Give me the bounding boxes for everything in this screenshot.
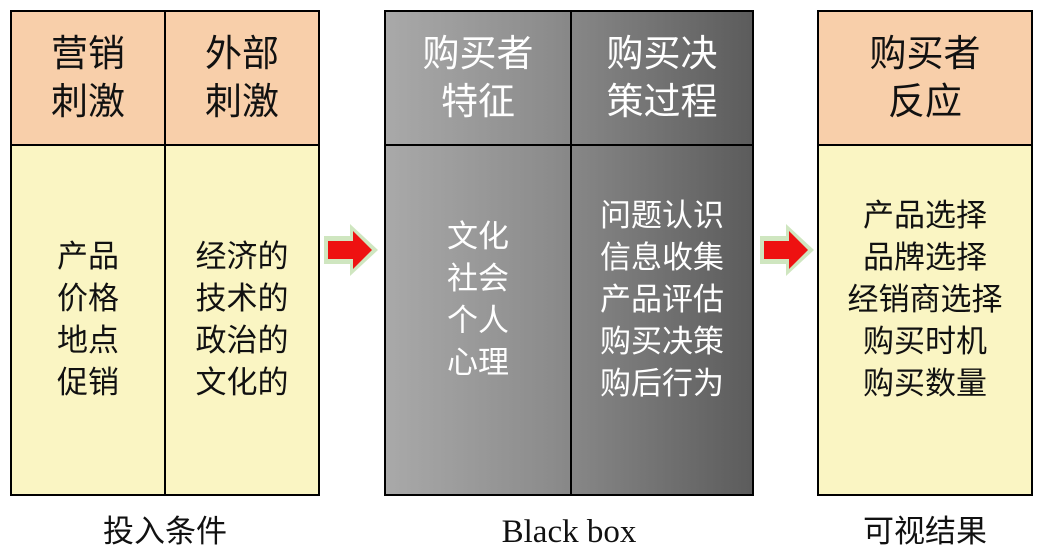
black-box-divider-horizontal [386, 144, 752, 146]
black-box-caption: Black box [501, 514, 637, 550]
marketing-stimuli-header: 营销 刺激 [10, 10, 166, 146]
buyer-response-header: 购买者 反应 [817, 10, 1033, 146]
decision-process-header: 购买决 策过程 [606, 32, 718, 123]
external-stimuli-header: 外部 刺激 [164, 10, 320, 146]
black-box: 购买者 特征 购买决 策过程 文化 社会 个人 心理 问题认识 信息收集 产品评… [384, 10, 754, 496]
visible-results-caption: 可视结果 [863, 514, 987, 550]
external-stimuli-list: 经济的 技术的 政治的 文化的 [164, 144, 320, 496]
right-arrow-icon [324, 224, 378, 276]
input-conditions-caption: 投入条件 [103, 514, 227, 550]
buyer-response-list: 产品选择 品牌选择 经销商选择 购买时机 购买数量 [817, 144, 1033, 496]
decision-process-list: 问题认识 信息收集 产品评估 购买决策 购后行为 [600, 198, 724, 402]
buyer-traits-list: 文化 社会 个人 心理 [447, 219, 509, 381]
black-box-divider-vertical [570, 12, 572, 494]
right-arrow-icon [760, 224, 814, 276]
buyer-traits-header: 购买者 特征 [422, 32, 534, 123]
marketing-stimuli-list: 产品 价格 地点 促销 [10, 144, 166, 496]
